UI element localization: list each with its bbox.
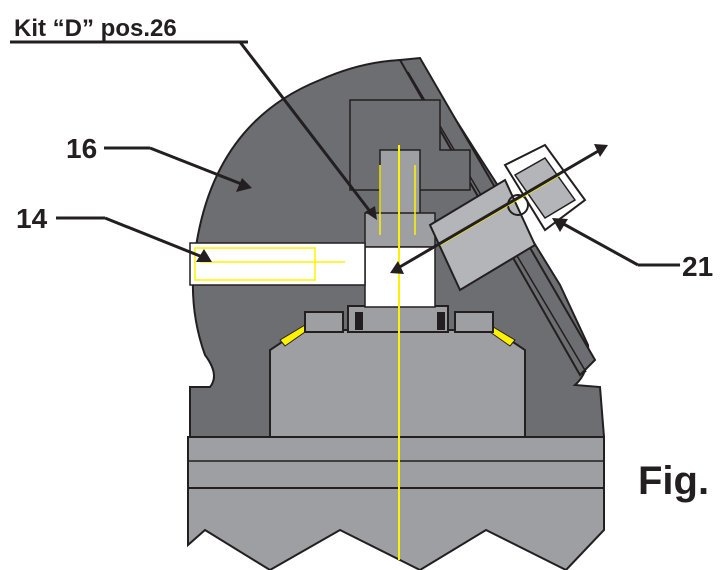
part-21-label: 21: [682, 251, 713, 282]
part-14-label: 14: [16, 203, 48, 234]
arrowhead-flow-in: [390, 261, 404, 274]
inner-hub: [269, 305, 526, 438]
kit-d-pos26-label: Kit “D” pos.26: [14, 15, 177, 42]
arrowhead-kit: [365, 206, 377, 220]
part-16-label: 16: [66, 133, 97, 164]
inclined-fitting: [428, 143, 587, 292]
figure-label: Fig.: [638, 459, 709, 503]
arrowhead-14: [196, 249, 212, 262]
arrowhead-21: [552, 218, 568, 232]
leader-lines: [10, 40, 680, 270]
arrowheads: [196, 144, 608, 274]
lower-pipe-body: [187, 436, 605, 570]
horizontal-port: [189, 242, 366, 286]
arrowhead-16: [236, 178, 252, 192]
arrowhead-flow-out: [594, 144, 608, 157]
